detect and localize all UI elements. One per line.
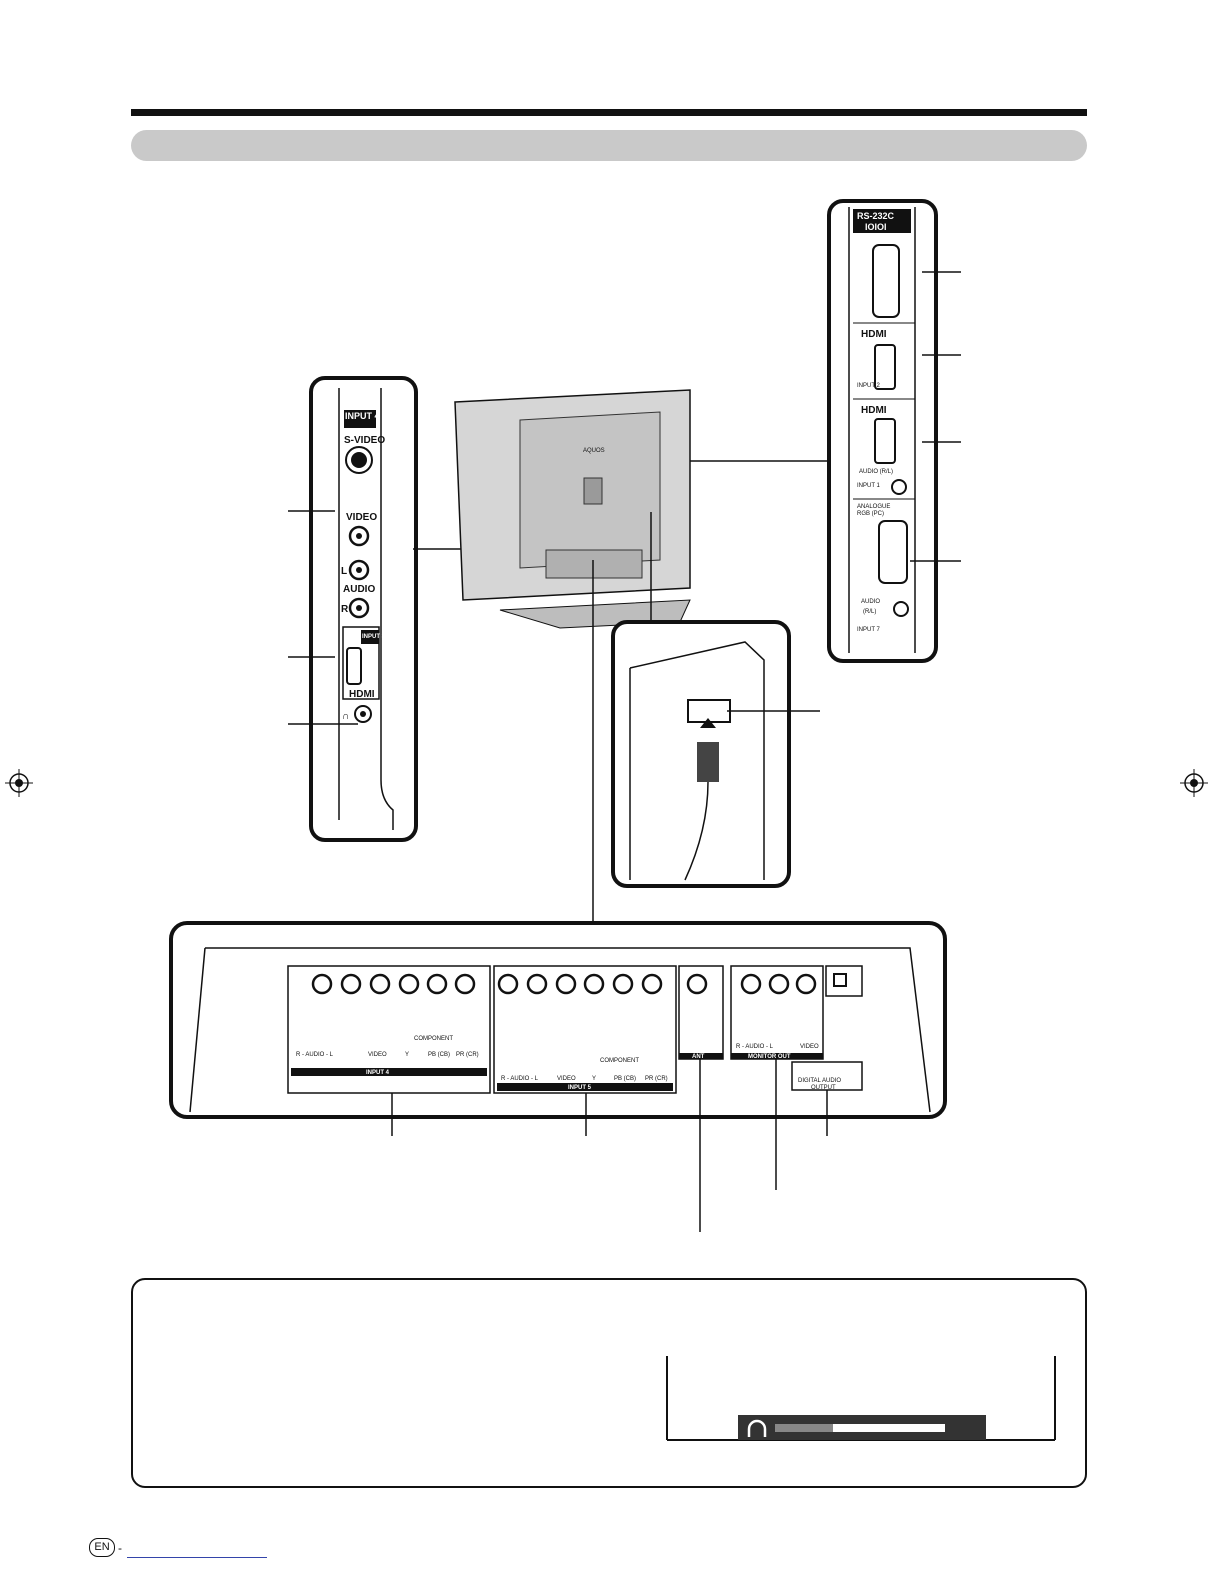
- input4-bar-text: INPUT 4: [366, 1070, 390, 1076]
- digital-output-text: OUTPUT: [811, 1085, 836, 1091]
- input4-col: Y: [405, 1052, 409, 1058]
- input5-col: Y: [592, 1076, 596, 1082]
- ac-inlet[interactable]: [687, 699, 731, 723]
- audio-text-2: AUDIO: [861, 599, 880, 605]
- monitor-col: R - AUDIO - L: [736, 1044, 774, 1050]
- analogue-text: ANALOGUE: [857, 504, 890, 510]
- hdmi-port-input2[interactable]: [874, 344, 896, 390]
- input5-jack[interactable]: [526, 973, 548, 995]
- input4-jack[interactable]: [398, 973, 420, 995]
- rs232c-port[interactable]: [872, 244, 900, 318]
- monitor-out-jack[interactable]: [768, 973, 790, 995]
- rl-text: (R/L): [863, 609, 876, 615]
- tv-body: AQUOS: [454, 389, 691, 629]
- side-terminals-drawing: INPUT 4 S-VIDEO VIDEO L AUDIO R INPUT 3 …: [338, 388, 394, 830]
- bottom-labels: R - AUDIO - L VIDEO Y PB (CB) PR (CR) CO…: [296, 1036, 841, 1091]
- input4-col: PB (CB): [428, 1052, 450, 1058]
- header-rule: [131, 109, 1087, 116]
- registration-mark-right: [1180, 769, 1208, 797]
- input4-jack[interactable]: [454, 973, 476, 995]
- power-plug: [697, 742, 719, 782]
- input5-jack[interactable]: [612, 973, 634, 995]
- bottom-leader-lines: [391, 1059, 828, 1232]
- rs232c-text: RS-232C: [857, 211, 895, 221]
- audio-jack-input1[interactable]: [891, 479, 907, 495]
- input5-col: R - AUDIO - L: [501, 1076, 539, 1082]
- l-text: L: [341, 566, 347, 577]
- component-1: COMPONENT: [414, 1036, 453, 1042]
- registration-mark-left: [5, 769, 33, 797]
- input4-text: INPUT 4: [345, 411, 380, 421]
- monitor-out-jack[interactable]: [740, 973, 762, 995]
- input4-col: R - AUDIO - L: [296, 1052, 334, 1058]
- input5-jack[interactable]: [555, 973, 577, 995]
- rgbpc-text: RGB (PC): [857, 511, 884, 517]
- input4-tag: [344, 410, 376, 428]
- input4-col: VIDEO: [368, 1052, 387, 1058]
- input1-text: INPUT 1: [857, 483, 881, 489]
- power-inlet-closeup: [611, 620, 820, 888]
- audio-rl-text: AUDIO (R/L): [859, 469, 893, 475]
- hdmi-text: HDMI: [349, 689, 375, 700]
- language-badge: EN: [89, 1538, 115, 1557]
- input4-col: PR (CR): [456, 1052, 479, 1058]
- section-title-bar: [131, 130, 1087, 161]
- input5-col: VIDEO: [557, 1076, 576, 1082]
- input7-text: INPUT 7: [857, 627, 881, 633]
- input2-text: INPUT 2: [857, 383, 881, 389]
- hdmi-logo-1: HDMI: [861, 329, 887, 340]
- input4-jack[interactable]: [340, 973, 362, 995]
- video-text: VIDEO: [346, 512, 377, 523]
- side-panel-closeup: INPUT 4 S-VIDEO VIDEO L AUDIO R INPUT 3 …: [309, 376, 418, 842]
- input4-jack[interactable]: [426, 973, 448, 995]
- input5-col: PB (CB): [614, 1076, 636, 1082]
- rs232c-sub-text: IOIOI: [865, 222, 887, 232]
- note-box: [131, 1278, 1087, 1488]
- hdmi-logo-2: HDMI: [861, 405, 887, 416]
- input5-col: PR (CR): [645, 1076, 668, 1082]
- hdmi-port[interactable]: [346, 647, 362, 685]
- monitor-out-jack[interactable]: [795, 973, 817, 995]
- audio-text: AUDIO: [343, 584, 375, 595]
- optical-output[interactable]: [833, 973, 847, 987]
- monitor-col: VIDEO: [800, 1044, 819, 1050]
- input5-bar-text: INPUT 5: [568, 1085, 592, 1091]
- hdmi-port-input1[interactable]: [874, 418, 896, 464]
- antenna-jack[interactable]: [686, 973, 708, 995]
- monitor-out-text: MONITOR OUT: [748, 1054, 791, 1060]
- ant-text: ANT: [692, 1054, 705, 1060]
- input4-jack[interactable]: [311, 973, 333, 995]
- digital-audio-text: DIGITAL AUDIO: [798, 1078, 841, 1084]
- svideo-text: S-VIDEO: [344, 435, 385, 446]
- rgb-pc-port[interactable]: [878, 520, 908, 584]
- headphone-icon: ∩: [342, 711, 349, 722]
- headphone-icon: [747, 1419, 767, 1437]
- page-dash: -: [118, 1541, 122, 1555]
- rear-panel-closeup: RS-232C IOIOI HDMI INPUT 2 HDMI AUDIO (R…: [827, 199, 938, 663]
- headphone-volume-screen: [666, 1356, 1056, 1441]
- input5-jack[interactable]: [641, 973, 663, 995]
- tv-brand: AQUOS: [583, 448, 605, 454]
- rear-terminals-drawing: RS-232C IOIOI HDMI INPUT 2 HDMI AUDIO (R…: [848, 207, 916, 653]
- r-text: R: [341, 604, 349, 615]
- input5-jack[interactable]: [583, 973, 605, 995]
- input4-jack[interactable]: [369, 973, 391, 995]
- volume-fill: [775, 1424, 833, 1432]
- bottom-jack-row: [311, 973, 847, 995]
- volume-track: [775, 1424, 945, 1432]
- component-2: COMPONENT: [600, 1058, 639, 1064]
- input5-jack[interactable]: [497, 973, 519, 995]
- footer-underline: [127, 1557, 267, 1558]
- input3-text: INPUT 3: [362, 634, 386, 640]
- audio-jack-input7[interactable]: [893, 601, 909, 617]
- bottom-terminal-panel: [169, 921, 947, 1119]
